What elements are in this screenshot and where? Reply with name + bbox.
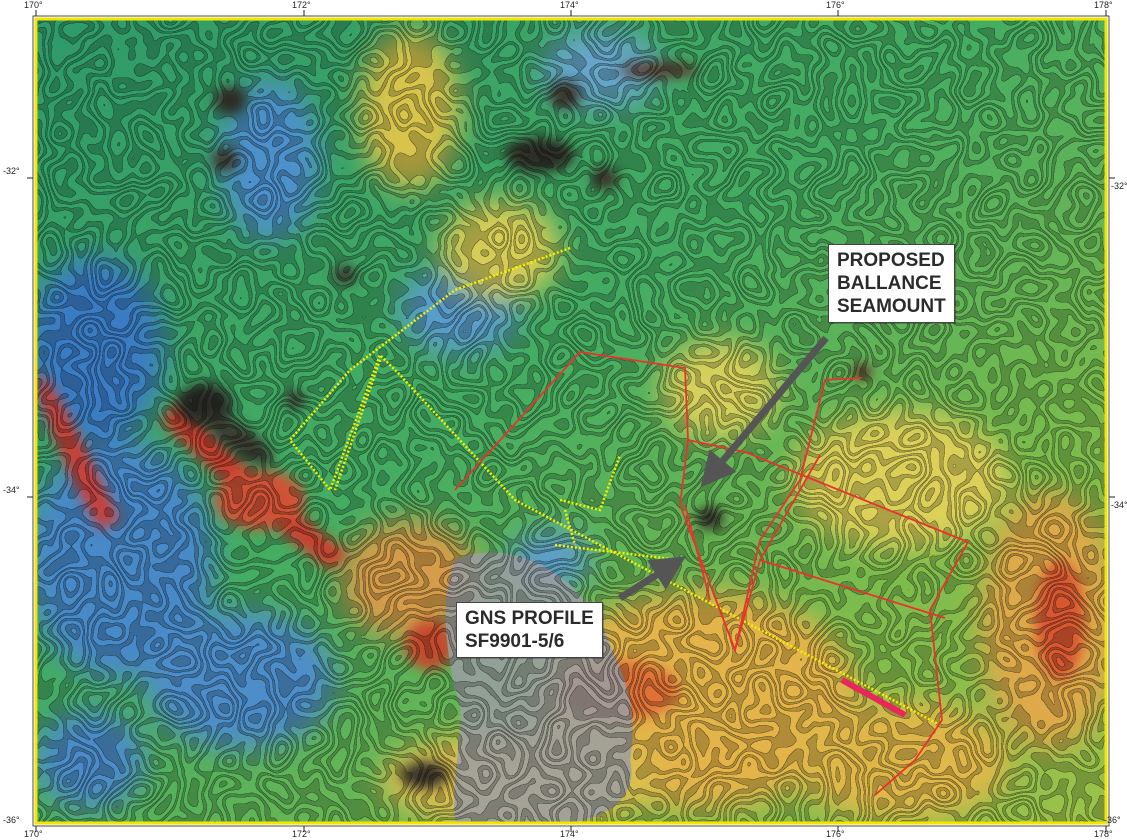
latitude-label: -32° [1111,181,1127,191]
longitude-label: 172° [292,0,311,10]
arrow-pointer-icon [618,556,686,601]
callout-line: SF9901-5/6 [465,631,565,652]
longitude-label: 170° [24,0,43,10]
latitude-label: -34° [3,485,20,495]
longitude-label: 172° [292,829,311,839]
longitude-label: 178° [1094,0,1113,10]
latitude-label: -34° [1111,500,1127,510]
longitude-label: 174° [560,0,579,10]
contour-lines [36,19,1106,823]
latitude-label: -36° [1104,815,1121,825]
longitude-label: 178° [1094,829,1113,839]
map-frame [34,17,1108,825]
longitude-label: 176° [826,0,845,10]
callout-line: SEAMOUNT [837,296,946,317]
latitude-label: -32° [3,166,20,176]
longitude-label: 176° [826,829,845,839]
seamount-callout: PROPOSED BALLANCE SEAMOUNT [828,244,955,323]
anomaly-field [36,19,1106,823]
callout-line: BALLANCE [837,273,942,294]
red-survey-tracks [454,351,970,796]
graticule-ticks [27,10,1115,832]
callout-line: PROPOSED [837,250,945,271]
profile-callout: GNS PROFILE SF9901-5/6 [456,602,603,658]
highlighted-segment [840,677,907,718]
longitude-label: 174° [560,829,579,839]
longitude-label: 170° [24,829,43,839]
arrow-pointer-icon [700,335,829,488]
latitude-label: -36° [3,815,20,825]
callout-line: GNS PROFILE [465,608,594,629]
